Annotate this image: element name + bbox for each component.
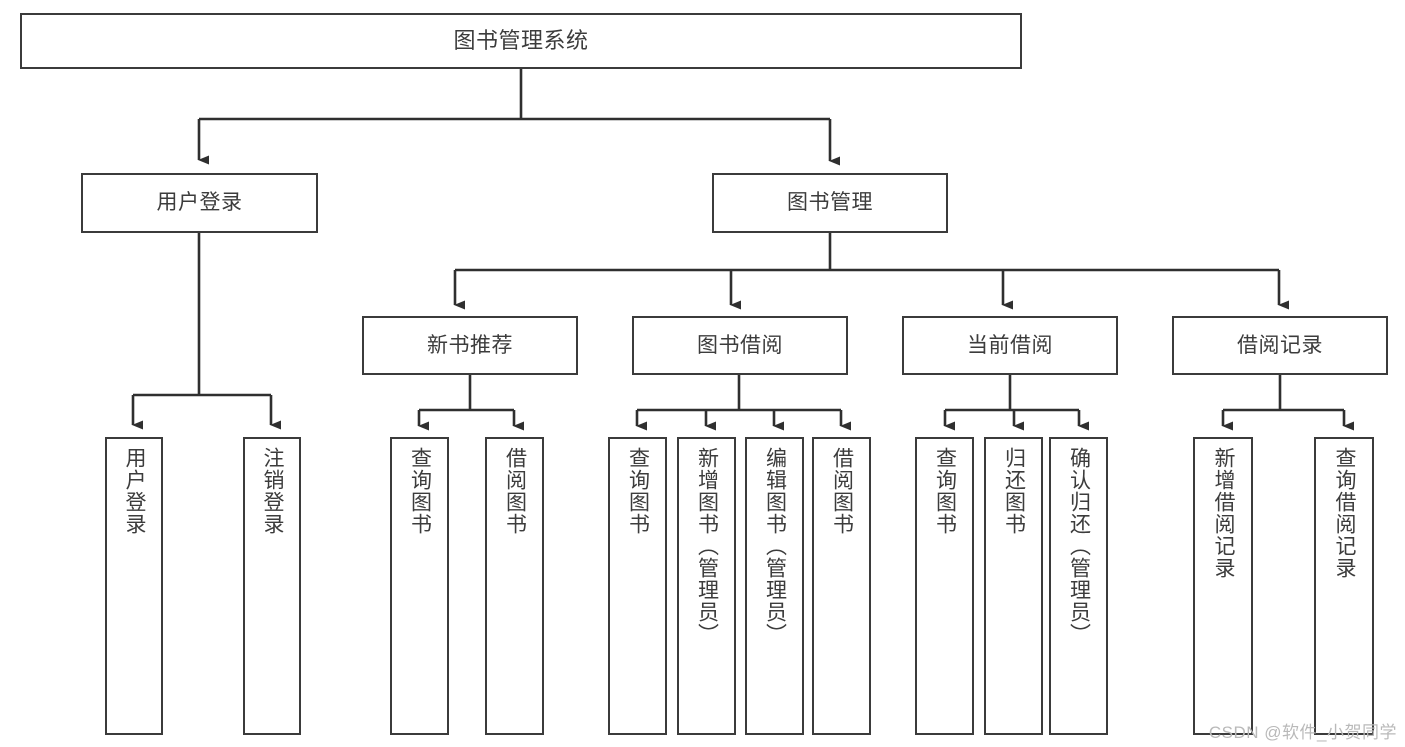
node-label: 图书借阅 [697,333,783,357]
node-leaf-return-book[interactable]: 归还图书 [984,437,1043,735]
node-new-book-recommend[interactable]: 新书推荐 [362,316,578,375]
node-leaf-edit-book-admin[interactable]: 编辑图书（管理员） [745,437,804,735]
node-label: 注销登录 [261,447,285,535]
node-label: 确认归还（管理员） [1067,447,1091,645]
node-label: 新增图书（管理员） [695,447,719,645]
node-label: 新增借阅记录 [1212,447,1236,579]
node-label: 借阅图书 [503,447,527,535]
node-label: 图书管理 [787,191,873,215]
csdn-watermark: CSDN @软件_小贺同学 [1208,723,1397,742]
node-leaf-query-book-borrow[interactable]: 查询图书 [608,437,667,735]
node-user-login[interactable]: 用户登录 [81,173,318,233]
node-leaf-borrow-book-recommend[interactable]: 借阅图书 [485,437,544,735]
node-label: 查询图书 [626,447,650,535]
node-leaf-borrow-book[interactable]: 借阅图书 [812,437,871,735]
node-leaf-confirm-return-admin[interactable]: 确认归还（管理员） [1049,437,1108,735]
node-label: 当前借阅 [967,333,1053,357]
node-current-borrow[interactable]: 当前借阅 [902,316,1118,375]
node-leaf-add-book-admin[interactable]: 新增图书（管理员） [677,437,736,735]
node-label: 用户登录 [123,447,147,535]
node-borrow-record[interactable]: 借阅记录 [1172,316,1388,375]
node-label: 查询借阅记录 [1333,447,1357,579]
node-leaf-query-book-current[interactable]: 查询图书 [915,437,974,735]
node-root-book-management-system[interactable]: 图书管理系统 [20,13,1022,69]
node-label: 新书推荐 [427,333,513,357]
node-book-borrow[interactable]: 图书借阅 [632,316,848,375]
node-label: 图书管理系统 [453,27,589,53]
node-leaf-logout[interactable]: 注销登录 [243,437,301,735]
node-label: 借阅图书 [830,447,854,535]
node-label: 编辑图书（管理员） [763,447,787,645]
node-label: 查询图书 [408,447,432,535]
node-label: 归还图书 [1002,447,1026,535]
node-label: 用户登录 [156,191,243,215]
node-label: 查询图书 [933,447,957,535]
node-leaf-query-book-recommend[interactable]: 查询图书 [390,437,449,735]
node-leaf-query-borrow-record[interactable]: 查询借阅记录 [1314,437,1374,735]
node-label: 借阅记录 [1237,333,1323,357]
node-book-management[interactable]: 图书管理 [712,173,948,233]
node-leaf-add-borrow-record[interactable]: 新增借阅记录 [1193,437,1253,735]
node-leaf-user-login[interactable]: 用户登录 [105,437,163,735]
